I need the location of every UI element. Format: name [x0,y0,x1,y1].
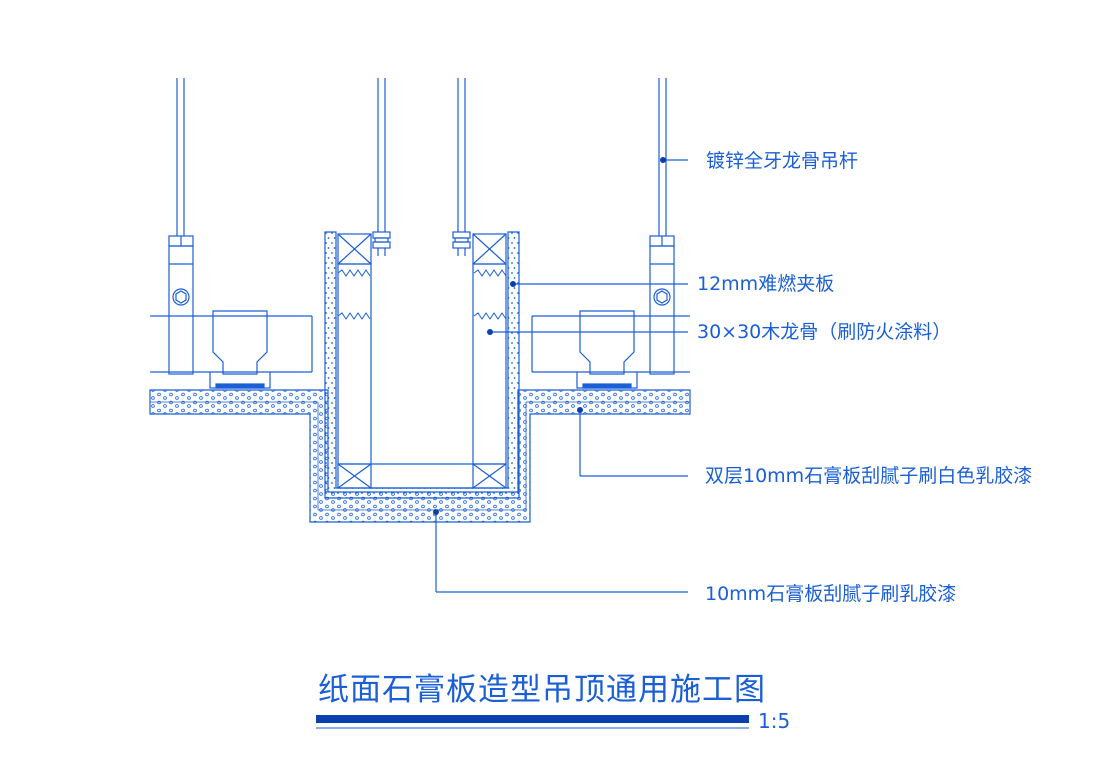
hanger-rod-left-outer [176,78,185,236]
screws [337,269,507,320]
drawing-scale: 1:5 [758,709,790,733]
leader-single-gypsum [435,512,688,593]
label-board: 12mm难燃夹板 [697,273,834,295]
wood-keel-bottom-rail [371,463,473,489]
label-keel: 30×30木龙骨（刷防火涂料） [697,321,951,343]
main-channel-right [531,310,690,389]
rod-bolt-right [452,231,471,256]
leader-dot-keel [487,329,493,335]
wood-keel-top-left [337,233,372,265]
rod-bolt-left [372,231,391,256]
gypsum-ceiling-layer [149,389,691,523]
main-channel-left [150,310,313,389]
label-double-gypsum: 双层10mm石膏板刮腻子刷白色乳胶漆 [705,464,1032,487]
label-single-gypsum: 10mm石膏板刮腻子刷乳胶漆 [705,582,956,605]
wood-keel-vertical-right [472,263,507,465]
hanger-bracket-left [168,235,194,375]
leader-dot-rod [660,157,666,163]
leader-dot-board [510,281,516,287]
wood-keel-vertical-left [337,263,372,465]
hanger-rod-right-outer [658,78,667,236]
hanger-bracket-right [649,235,675,375]
drawing-title: 纸面石膏板造型吊顶通用施工图 [318,672,766,708]
leader-dot-single-gypsum [433,509,439,515]
title-underline-thick [316,715,749,723]
hanger-rod-left-inner [377,78,386,232]
wood-keel-bottom-right [472,463,507,489]
wood-keel-top-right [472,233,507,265]
leader-double-gypsum [579,410,688,477]
plywood-board [324,231,520,499]
leader-dot-double-gypsum [577,407,583,413]
wood-keel-bottom-left [337,463,372,489]
hanger-rod-right-inner [457,78,466,232]
label-rod: 镀锌全牙龙骨吊杆 [706,150,858,172]
